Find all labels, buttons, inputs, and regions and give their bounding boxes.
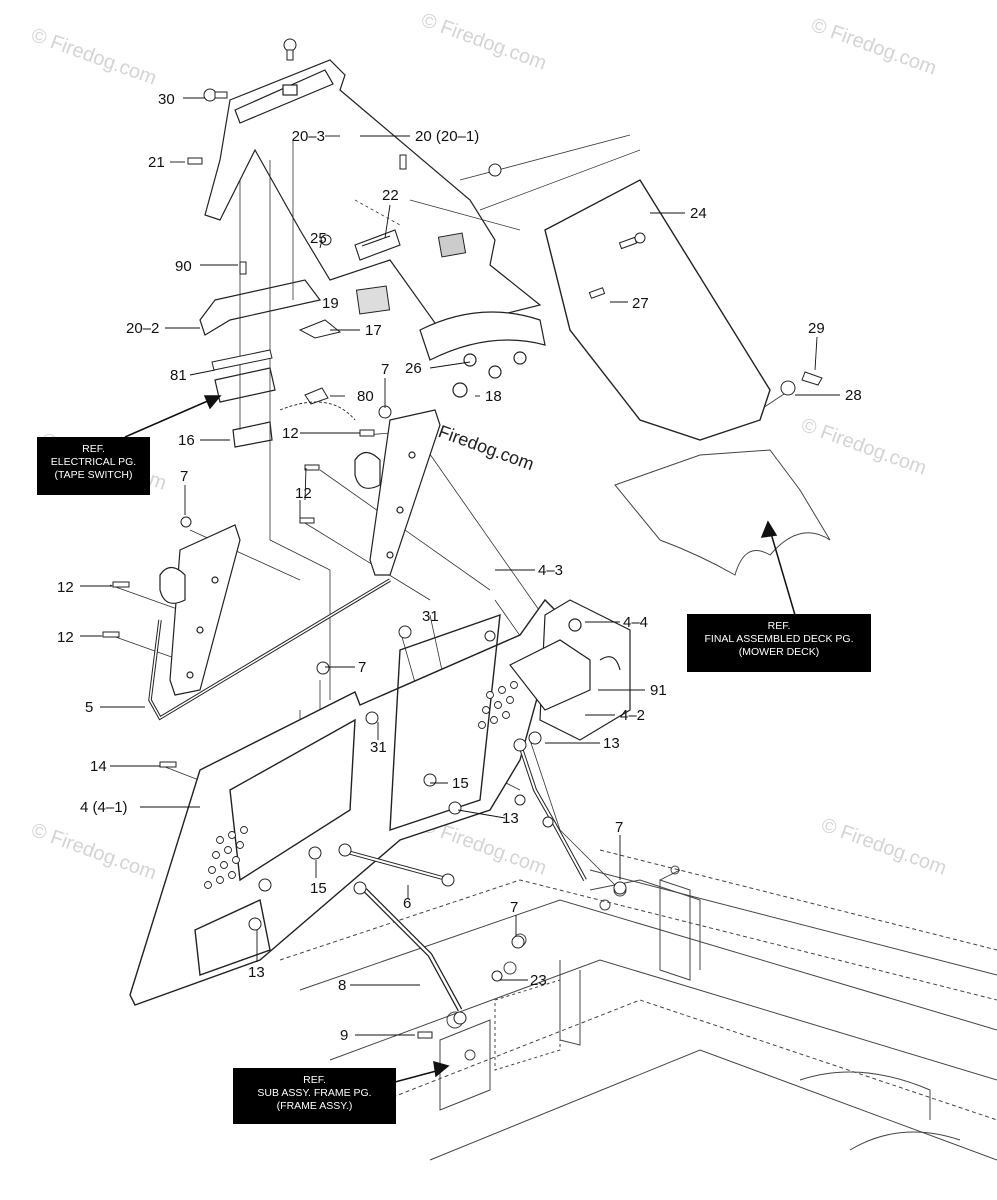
callout-4: 4 (4–1) xyxy=(80,799,128,816)
ref-deck-line-1: REF. xyxy=(767,620,791,632)
watermark-mid-right: © Firedog.com xyxy=(798,414,929,480)
decal-20-1 xyxy=(437,232,467,258)
floor-plate-4-1 xyxy=(129,598,561,1006)
callout-21: 21 xyxy=(148,154,165,171)
fasteners xyxy=(102,38,646,1039)
callout-13-a: 13 xyxy=(603,735,620,752)
ref-box-deck: REF. FINAL ASSEMBLED DECK PG. (MOWER DEC… xyxy=(687,614,871,672)
tape-81 xyxy=(211,349,273,371)
ref-frame-line-3: (FRAME ASSY.) xyxy=(276,1100,353,1112)
callout-8: 8 xyxy=(338,977,346,994)
callout-91: 91 xyxy=(650,682,667,699)
ref-box-electrical: REF. ELECTRICAL PG. (TAPE SWITCH) xyxy=(37,437,150,495)
ref-frame-line-1: REF. xyxy=(303,1074,326,1086)
watermark-low-left: © Firedog.com xyxy=(28,819,159,885)
callout-7-top: 7 xyxy=(381,361,389,378)
rod-8 xyxy=(363,888,463,1012)
callout-26: 26 xyxy=(405,360,422,377)
callout-30: 30 xyxy=(158,91,175,108)
callout-25: 25 xyxy=(310,230,327,247)
callout-12-d: 12 xyxy=(57,629,74,646)
watermark-top-left: © Firedog.com xyxy=(28,24,159,90)
reference-arrows xyxy=(124,395,796,1083)
deck-reference-shape xyxy=(614,449,831,576)
callout-27: 27 xyxy=(632,295,649,312)
callout-12-b: 12 xyxy=(295,485,312,502)
callout-14: 14 xyxy=(90,758,107,775)
callout-19: 19 xyxy=(322,295,339,312)
pin-29 xyxy=(801,371,823,386)
callout-15-a: 15 xyxy=(452,775,469,792)
callout-31-b: 31 xyxy=(370,739,387,756)
callout-9: 9 xyxy=(340,1027,348,1044)
washer-28 xyxy=(780,380,796,396)
callout-28: 28 xyxy=(845,387,862,404)
callout-leaders xyxy=(80,97,840,1036)
connector-80 xyxy=(304,387,329,405)
callout-4-2: 4–2 xyxy=(620,707,645,724)
seat-cover-24 xyxy=(544,179,771,441)
callout-12-c: 12 xyxy=(57,579,74,596)
switch-box-4-4 xyxy=(509,599,631,741)
callout-labels: 30 20–3 20 (20–1) 21 22 24 25 90 19 27 2… xyxy=(57,91,862,1044)
callout-80: 80 xyxy=(357,388,374,405)
callout-7-e: 7 xyxy=(510,899,518,916)
ref-electrical-line-3: (TAPE SWITCH) xyxy=(54,469,133,481)
callout-15-b: 15 xyxy=(310,880,327,897)
callout-6: 6 xyxy=(403,895,411,912)
frame-assembly xyxy=(279,849,997,1161)
ref-electrical-line-1: REF. xyxy=(82,443,105,455)
callout-81: 81 xyxy=(170,367,187,384)
ref-box-frame: REF. SUB ASSY. FRAME PG. (FRAME ASSY.) xyxy=(233,1068,396,1124)
wire-80 xyxy=(279,401,356,421)
callout-20: 20 (20–1) xyxy=(415,128,479,145)
decal-19 xyxy=(355,285,391,315)
callout-18: 18 xyxy=(485,388,502,405)
callout-4-3: 4–3 xyxy=(538,562,563,579)
callout-7-b: 7 xyxy=(180,468,188,485)
callout-20-3: 20–3 xyxy=(292,128,325,145)
watermark-top-right: © Firedog.com xyxy=(808,14,939,80)
ref-frame-line-2: SUB ASSY. FRAME PG. xyxy=(257,1087,372,1099)
watermark-top-center: © Firedog.com xyxy=(418,9,549,75)
callout-23: 23 xyxy=(530,972,547,989)
clip-17 xyxy=(298,319,342,339)
ref-deck-line-2: FINAL ASSEMBLED DECK PG. xyxy=(704,633,854,645)
hinge-26 xyxy=(419,311,546,398)
watermark-low-right: © Firedog.com xyxy=(818,814,949,880)
vent-holes xyxy=(204,681,518,889)
callout-13-b: 13 xyxy=(502,810,519,827)
ref-deck-line-3: (MOWER DECK) xyxy=(738,646,820,658)
seat-support-bracket xyxy=(199,59,542,448)
callout-24: 24 xyxy=(690,205,707,222)
callout-7-d: 7 xyxy=(615,819,623,836)
callout-90: 90 xyxy=(175,258,192,275)
callout-13-c: 13 xyxy=(248,964,265,981)
callout-22: 22 xyxy=(382,187,399,204)
callout-7-c: 7 xyxy=(358,659,366,676)
callout-12-a: 12 xyxy=(282,425,299,442)
callout-31-a: 31 xyxy=(422,608,439,625)
callout-5: 5 xyxy=(85,699,93,716)
callout-16: 16 xyxy=(178,432,195,449)
callout-29: 29 xyxy=(808,320,825,337)
ref-electrical-line-2: ELECTRICAL PG. xyxy=(50,456,137,468)
callout-17: 17 xyxy=(365,322,382,339)
side-bracket-left xyxy=(159,524,241,696)
callout-20-2: 20–2 xyxy=(126,320,159,337)
callout-4-4: 4–4 xyxy=(623,614,648,631)
side-bracket-right xyxy=(354,409,441,576)
